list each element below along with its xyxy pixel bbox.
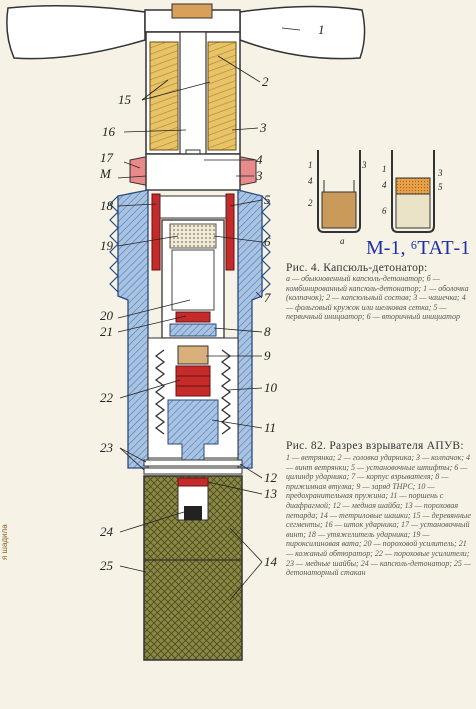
copper-washer (143, 459, 243, 467)
fuze-drawing: 15 16 17 M 18 19 20 21 22 23 24 25 1 2 3… (6, 3, 366, 661)
callout-6: 6 (264, 234, 271, 249)
inset-b-label-4: 4 (382, 180, 387, 190)
leather-obturator (175, 311, 211, 323)
cap-b-shell (391, 150, 435, 233)
figure-82-legend: 1 — ветрянка; 2 — головка ударника; 3 — … (286, 453, 472, 578)
callout-11: 11 (264, 420, 276, 435)
propeller-vane (239, 5, 366, 60)
figure-4-legend: а — обыкновенный капсюль-детонатор; б — … (286, 274, 469, 322)
inset-a-label-1: 1 (308, 160, 313, 170)
pressure-sleeve (169, 323, 217, 337)
callout-2: 2 (262, 74, 269, 89)
figure-4-caption: Рис. 4. Капсюль-детонатор: а — обыкновен… (286, 262, 472, 322)
inset-a-label-4: 4 (308, 176, 313, 186)
fuze-body (117, 189, 149, 469)
callout-3: 3 (259, 120, 267, 135)
callout-5: 5 (264, 192, 271, 207)
wooden-segment-right (207, 41, 237, 151)
inset-b-label-6: 6 (382, 206, 387, 216)
callout-13: 13 (264, 486, 278, 501)
inset-a-label-2: 2 (308, 198, 313, 208)
callout-25: 25 (100, 558, 114, 573)
callout-19: 19 (100, 238, 114, 253)
figure-82-title: Рис. 82. Разрез взрывателя АПУВ: (286, 440, 464, 452)
callout-10: 10 (264, 380, 278, 395)
figure-4-title: Рис. 4. Капсюль-детонатор: (286, 262, 428, 274)
callout-1: 1 (318, 22, 325, 37)
powder-petard (177, 477, 209, 487)
inset-b-label-1: 1 (382, 164, 387, 174)
callout-7: 7 (264, 290, 271, 305)
callout-14: 14 (264, 554, 278, 569)
handwritten-annotation: M-1, ⁶ТАТ-1 (366, 237, 470, 259)
leader-lines (117, 79, 211, 573)
striker-weight (159, 195, 227, 219)
setting-pin-right (225, 193, 235, 271)
safety-spring (154, 349, 166, 435)
propeller-vane (6, 5, 146, 60)
callout-23: 23 (100, 440, 114, 455)
callout-4: 4 (256, 152, 263, 167)
inset-detonator-caps: 1 4 2 3 1 4 6 3 5 a M-1, ⁶ТАТ-1 (308, 150, 470, 259)
inset-a-label-3: 3 (361, 160, 367, 170)
tnrs-charge (177, 345, 209, 365)
callout-m: M (99, 166, 112, 181)
setting-pin-left (151, 193, 161, 271)
propeller-screw-head (171, 3, 213, 19)
callout-9: 9 (264, 348, 271, 363)
callout-21: 21 (100, 324, 113, 339)
cap-b-secondary (395, 193, 431, 229)
inset-b-label-5: 5 (438, 182, 443, 192)
margin-text: я шадила (0, 524, 9, 560)
body-thread (261, 195, 271, 293)
callout-22: 22 (100, 390, 114, 405)
powder-booster (171, 249, 215, 311)
callout-18: 18 (100, 198, 114, 213)
safety-spring (220, 349, 232, 435)
callout-24: 24 (100, 524, 114, 539)
cap-a-shell (317, 150, 361, 233)
cap-b-primary (395, 177, 431, 195)
leader-lines (204, 27, 301, 601)
cap-a-charge (321, 191, 357, 229)
body-thread (109, 195, 119, 293)
figure-82-caption: Рис. 82. Разрез взрывателя АПУВ: 1 — вет… (286, 440, 472, 578)
callout-12: 12 (264, 470, 278, 485)
powder-boosters-red (175, 365, 211, 397)
callout-8: 8 (264, 324, 271, 339)
copper-washer (143, 467, 243, 475)
callout-17: 17 (100, 150, 114, 165)
screw-collar (145, 153, 241, 191)
inset-sub-label-a: a (340, 236, 345, 246)
callout-16: 16 (102, 124, 116, 139)
callout-20: 20 (100, 308, 114, 323)
inset-b-label-3: 3 (437, 168, 443, 178)
callout-15: 15 (118, 92, 132, 107)
wooden-segment-left (149, 41, 179, 151)
callout-3b: 3 (255, 168, 263, 183)
